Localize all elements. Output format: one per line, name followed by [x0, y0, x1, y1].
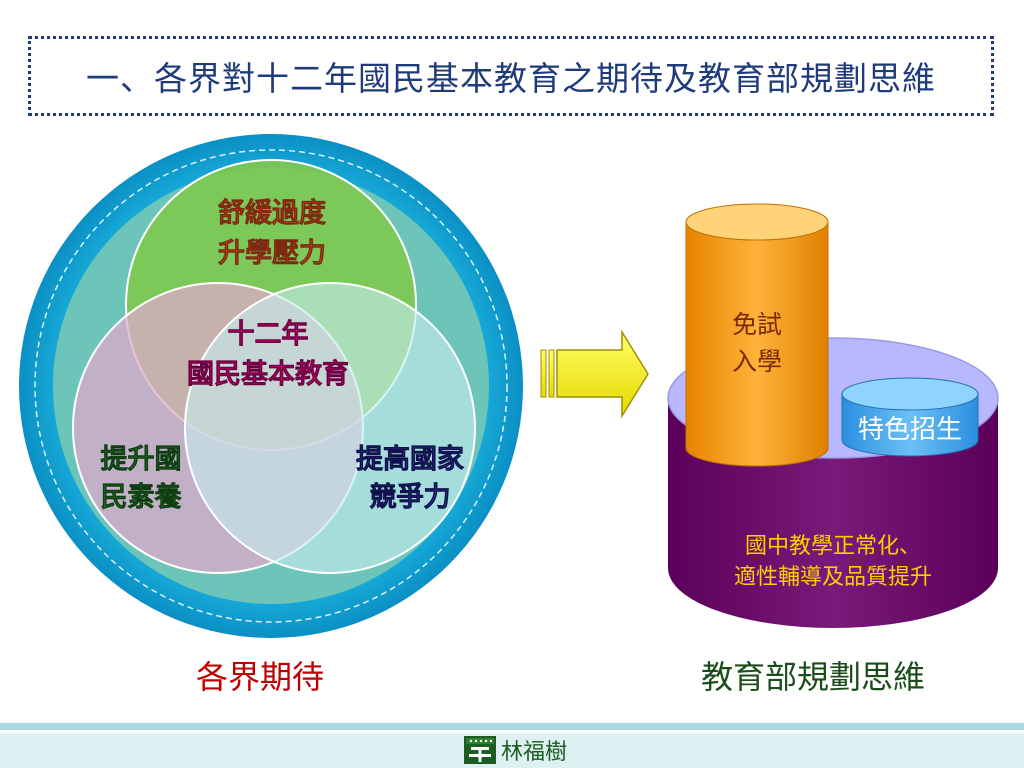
tall-cylinder-line2: 入學	[732, 347, 782, 376]
venn-circle-right	[184, 282, 476, 574]
school-emblem-icon	[464, 736, 496, 764]
diagram: 舒緩過度 升學壓力 十二年 國民基本教育 提升國 民素養 提高國家 競爭力 免試…	[19, 134, 999, 638]
cylinder-labels: 免試 入學 特色招生 國中教學正常化、 適性輔導及品質提升	[732, 310, 962, 590]
venn-diagram	[72, 159, 476, 574]
tall-cylinder	[685, 203, 829, 467]
small-cylinder	[841, 377, 979, 457]
venn-left-line1: 提升國	[101, 444, 182, 475]
page-title: 一、各界對十二年國民基本教育之期待及教育部規劃思維	[86, 59, 936, 98]
venn-top-line1: 舒緩過度	[218, 197, 326, 229]
footer-name: 林福樹	[501, 740, 568, 765]
venn-labels: 舒緩過度 升學壓力 十二年 國民基本教育 提升國 民素養 提高國家 競爭力	[100, 197, 464, 514]
base-cylinder-line2: 適性輔導及品質提升	[734, 565, 932, 590]
tall-cylinder-line1: 免試	[732, 310, 782, 339]
venn-center-line1: 十二年	[228, 318, 309, 350]
right-arrow-icon	[540, 329, 649, 419]
base-cylinder-line1: 國中教學正常化、	[745, 534, 921, 559]
venn-top-line2: 升學壓力	[218, 238, 326, 269]
venn-left-line2: 民素養	[101, 481, 183, 513]
venn-right-line2: 競爭力	[370, 482, 451, 513]
title-box: 一、各界對十二年國民基本教育之期待及教育部規劃思維	[28, 36, 994, 116]
small-cylinder-label: 特色招生	[858, 415, 962, 445]
venn-center-line2: 國民基本教育	[187, 358, 349, 390]
left-caption: 各界期待	[196, 658, 325, 696]
footer: 林福樹	[463, 735, 567, 765]
footer-stripe	[0, 723, 1024, 730]
venn-right-line1: 提高國家	[356, 443, 464, 475]
footer-band	[0, 733, 1024, 768]
right-caption: 教育部規劃思維	[701, 658, 926, 696]
